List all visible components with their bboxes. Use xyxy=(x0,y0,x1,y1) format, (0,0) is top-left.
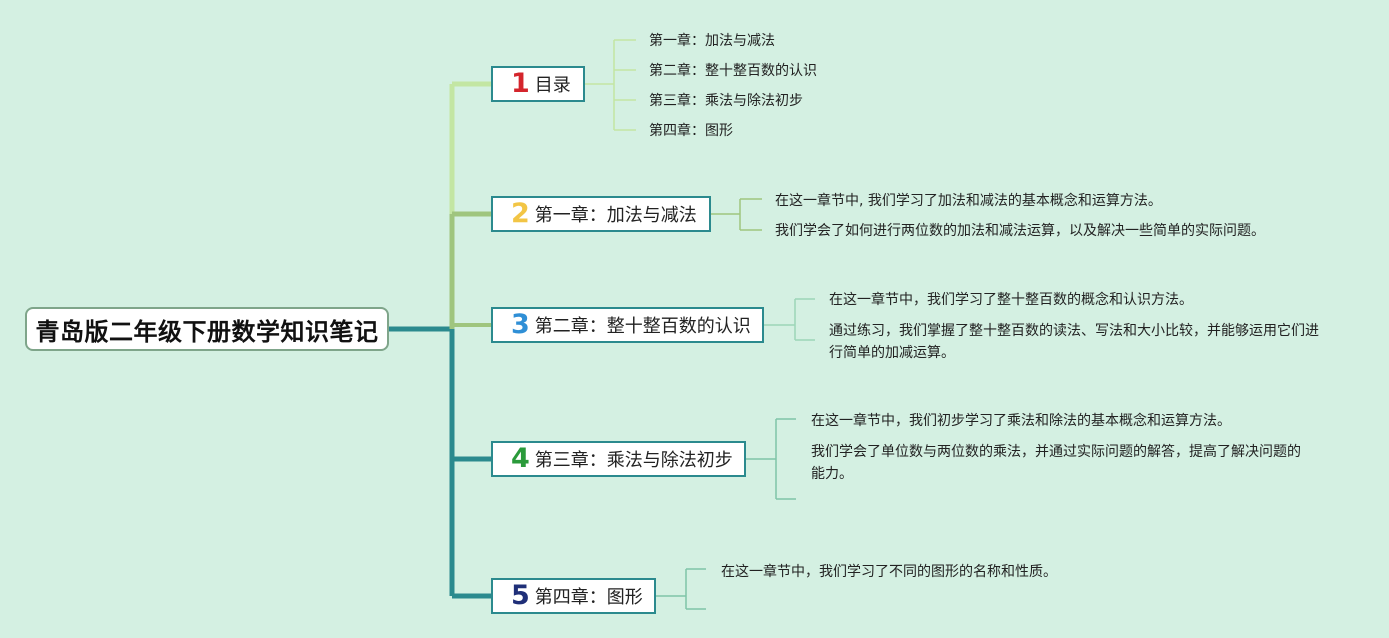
branch-4-number: 4 xyxy=(511,442,530,474)
branch-4-label: 第三章：乘法与除法初步 xyxy=(534,450,733,471)
branch-node-1[interactable]: 1 目录 xyxy=(491,66,585,102)
branch-2-label: 第一章：加法与减法 xyxy=(534,205,697,226)
branch-5-leaf-1[interactable]: 在这一章节中，我们学习了不同的图形的名称和性质。 xyxy=(721,564,1057,580)
branch-1-leaf-1[interactable]: 第一章：加法与减法 xyxy=(649,33,775,49)
branch-node-2[interactable]: 2 第一章：加法与减法 xyxy=(491,196,711,232)
branch-3-number: 3 xyxy=(511,308,530,340)
branch-1-number: 1 xyxy=(511,67,530,99)
branch-2-number: 2 xyxy=(511,197,530,229)
root-node[interactable]: 青岛版二年级下册数学知识笔记 xyxy=(25,307,389,351)
root-title: 青岛版二年级下册数学知识笔记 xyxy=(35,317,379,346)
branch-3-leaf-bracket xyxy=(764,298,815,341)
branch-node-4[interactable]: 4 第三章：乘法与除法初步 xyxy=(491,441,746,477)
branch-2-leaf-1[interactable]: 在这一章节中, 我们学习了加法和减法的基本概念和运算方法。 xyxy=(775,193,1162,209)
branch-node-5[interactable]: 5 第四章：图形 xyxy=(491,578,656,614)
branch-1-leaf-3[interactable]: 第三章：乘法与除法初步 xyxy=(649,93,803,109)
branch-1-label: 目录 xyxy=(534,75,571,96)
branch-2-leaf-2[interactable]: 我们学会了如何进行两位数的加法和减法运算，以及解决一些简单的实际问题。 xyxy=(775,223,1265,239)
branch-4-leaf-2[interactable]: 我们学会了单位数与两位数的乘法，并通过实际问题的解答，提高了解决问题的能力。 xyxy=(811,444,1301,482)
branch-1-leaf-4[interactable]: 第四章：图形 xyxy=(649,123,733,139)
branch-5-number: 5 xyxy=(511,579,530,611)
branch-3-leaf-2[interactable]: 通过练习，我们掌握了整十整百数的读法、写法和大小比较，并能够运用它们进行简单的加… xyxy=(829,323,1319,361)
branch-2-leaf-bracket xyxy=(711,198,762,231)
branch-node-3[interactable]: 3 第二章：整十整百数的认识 xyxy=(491,307,764,343)
branch-4-leaf-bracket xyxy=(746,418,796,500)
branch-3-label: 第二章：整十整百数的认识 xyxy=(534,316,751,337)
branch-3-leaf-1[interactable]: 在这一章节中，我们学习了整十整百数的概念和认识方法。 xyxy=(829,292,1193,308)
branch-1-leaf-2[interactable]: 第二章：整十整百数的认识 xyxy=(649,63,817,79)
branch-1-leaf-bracket xyxy=(585,39,636,131)
branch-5-leaf-bracket xyxy=(656,568,706,610)
branch-4-leaf-1[interactable]: 在这一章节中，我们初步学习了乘法和除法的基本概念和运算方法。 xyxy=(811,413,1231,429)
branch-5-label: 第四章：图形 xyxy=(534,587,643,608)
